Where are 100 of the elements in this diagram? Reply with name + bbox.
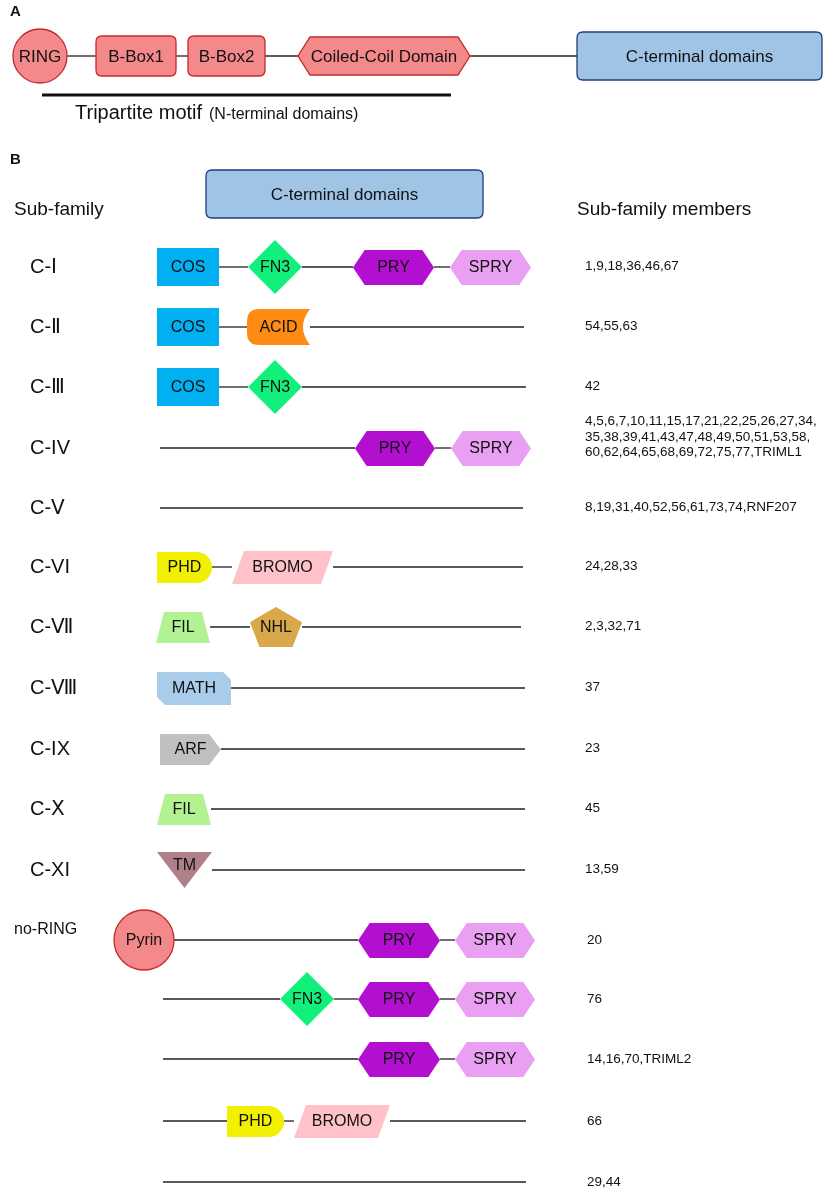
domain-hexagon — [455, 922, 535, 958]
member-list: 37 — [585, 679, 601, 695]
domain-name: PRY — [382, 991, 416, 1007]
subfamily-label: C-Ⅱ — [30, 315, 62, 338]
connector-line — [332, 566, 524, 568]
domain-name: TM — [172, 857, 197, 873]
domain-name: FN3 — [259, 259, 291, 275]
subfamily-label: C-XI — [30, 858, 70, 881]
domain-shape — [247, 309, 310, 345]
connector-line — [218, 386, 249, 388]
domain-box — [157, 368, 219, 406]
connector-line — [439, 1058, 456, 1060]
domain-name: ARF — [174, 741, 207, 757]
domain-name: PHD — [167, 559, 202, 575]
connector-line — [309, 326, 525, 328]
connector-line — [211, 869, 526, 871]
domain-diamond — [280, 972, 334, 1026]
subfamily-label: C-Ⅷ — [30, 676, 78, 699]
caption-text: (N-terminal domains) — [209, 105, 359, 124]
subfamily-label: C-Ⅲ — [30, 375, 66, 398]
domain-trapezoid — [156, 611, 210, 643]
connector-line — [301, 266, 354, 268]
domain-name: BROMO — [252, 559, 313, 575]
column-heading: Sub-family — [14, 198, 104, 220]
domain-name: PHD — [238, 1113, 273, 1129]
connector-line — [283, 1120, 295, 1122]
domain-shape — [157, 551, 212, 583]
domain-trapezoid — [157, 793, 211, 825]
domain-name: PRY — [377, 259, 410, 275]
caption-text: Tripartite motif — [75, 101, 203, 124]
member-list: 1,9,18,36,46,67 — [585, 258, 679, 274]
domain-name: ACID — [259, 319, 298, 335]
connector-line — [159, 447, 356, 449]
domain-name: PRY — [382, 1051, 416, 1067]
domain-hexagon — [353, 249, 434, 285]
domain-diamond — [248, 240, 302, 294]
domain-box — [577, 32, 822, 80]
domain-shape — [157, 671, 231, 705]
domain-box — [157, 248, 219, 286]
domain-hexagon — [455, 1041, 535, 1077]
domain-name: MATH — [171, 680, 217, 696]
connector-line — [66, 55, 97, 57]
connector-line — [301, 626, 522, 628]
connector-line — [230, 687, 526, 689]
connector-line — [333, 998, 359, 1000]
domain-parallelogram — [294, 1104, 390, 1138]
panel-letter: B — [10, 150, 21, 168]
domain-hexagon — [455, 981, 535, 1017]
connector-line — [439, 998, 456, 1000]
subfamily-label: C-Ⅹ — [30, 797, 66, 820]
subfamily-label: C-VI — [30, 555, 70, 578]
member-list: 20 — [587, 932, 603, 948]
domain-name: COS — [170, 379, 206, 395]
connector-line — [434, 447, 452, 449]
panel-letter: A — [10, 2, 21, 20]
connector-line — [220, 748, 526, 750]
column-heading: Sub-family members — [577, 198, 752, 220]
domain-name: C-terminal domains — [625, 47, 774, 65]
domain-name: SPRY — [469, 440, 513, 456]
connector-line — [162, 1058, 359, 1060]
member-list: 2,3,32,71 — [585, 618, 642, 634]
domain-name: Pyrin — [125, 932, 163, 948]
connector-line — [218, 326, 248, 328]
connector-line — [433, 266, 451, 268]
connector-line — [209, 626, 251, 628]
subfamily-label: C-Ⅶ — [30, 615, 74, 638]
domain-name: FN3 — [291, 991, 323, 1007]
domain-hexagon — [358, 981, 440, 1017]
member-list: 23 — [585, 740, 601, 756]
connector-line — [389, 1120, 527, 1122]
domain-hexagon — [451, 430, 531, 466]
connector-line — [162, 998, 281, 1000]
domain-name: SPRY — [473, 1051, 517, 1067]
domain-hexagon — [450, 249, 531, 285]
domain-name: NHL — [260, 619, 292, 635]
domain-name: RING — [18, 47, 62, 65]
domain-name: B-Box1 — [108, 47, 164, 65]
domain-name: SPRY — [473, 991, 517, 1007]
domain-hexagon — [358, 1041, 440, 1077]
member-list: 13,59 — [585, 861, 619, 877]
member-list: 54,55,63 — [585, 318, 638, 334]
subfamily-label: C-Ⅴ — [30, 496, 66, 519]
domain-name: B-Box2 — [198, 47, 255, 65]
connector-line — [162, 1120, 228, 1122]
header-box — [206, 170, 483, 218]
subfamily-label: no-RING — [14, 920, 78, 939]
domain-name: PRY — [378, 440, 412, 456]
member-list: 29,44 — [587, 1174, 621, 1190]
domain-name: PRY — [382, 932, 416, 948]
domain-name: SPRY — [473, 932, 517, 948]
member-list: 76 — [587, 991, 603, 1007]
connector-line — [469, 55, 578, 57]
domain-name: COS — [170, 259, 206, 275]
connector-line — [439, 939, 456, 941]
domain-name: FN3 — [259, 379, 291, 395]
member-list: 4,5,6,7,10,11,15,17,21,22,25,26,27,34, 35,38,39,41,43,47,48,49,50,51,53,58, 60,62,64,65,68,69,72,75,77,TRIML1 — [585, 413, 835, 460]
member-list: 24,28,33 — [585, 558, 638, 574]
connector-line — [211, 566, 233, 568]
domain-name: BROMO — [311, 1113, 373, 1129]
domain-box — [188, 36, 265, 76]
